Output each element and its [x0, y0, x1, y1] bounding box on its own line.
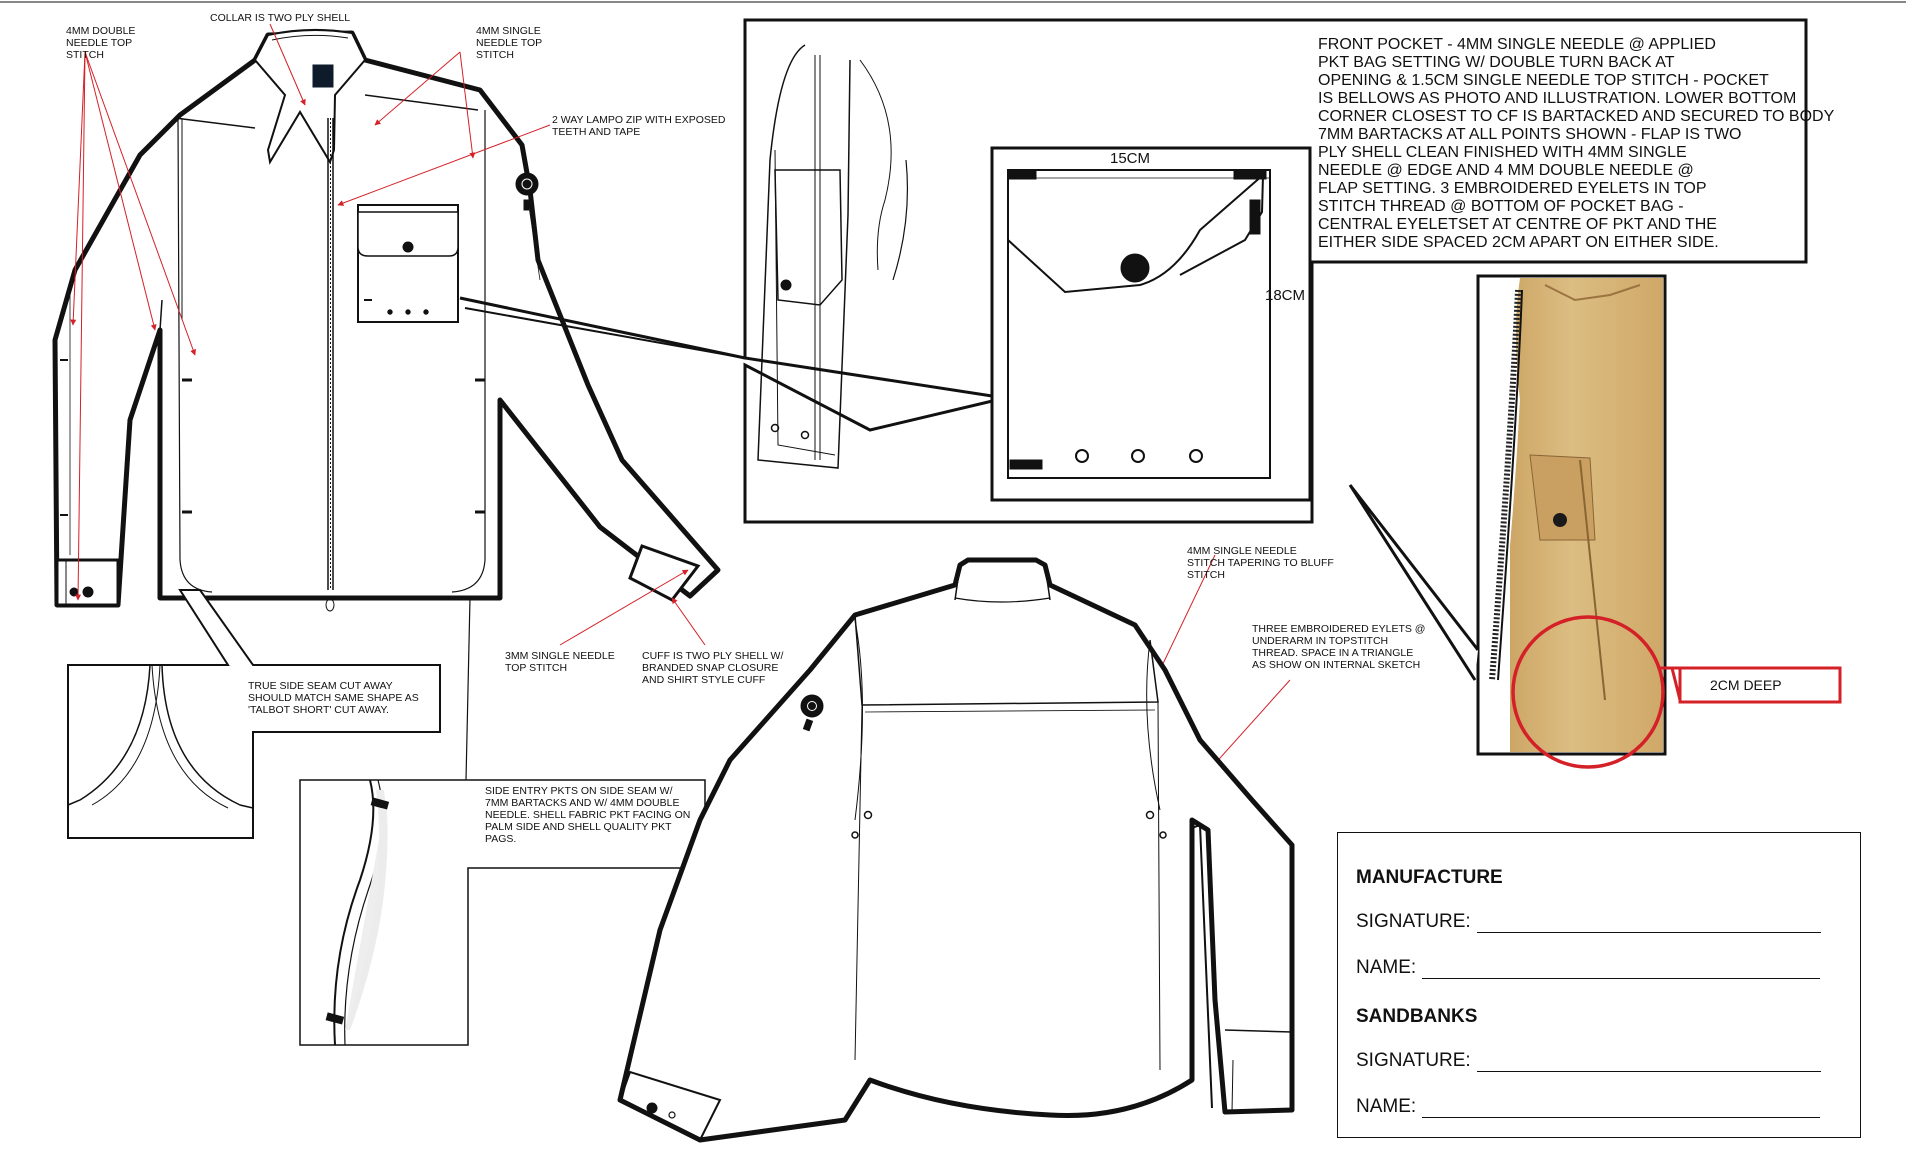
back-jacket-sketch: [617, 557, 1295, 1143]
manufacture-name-field[interactable]: NAME:: [1356, 957, 1821, 979]
spec-line: PLY SHELL CLEAN FINISHED WITH 4MM SINGLE: [1318, 144, 1687, 161]
pocket-height-dimension: 18CM: [1265, 287, 1306, 304]
signature-rule: [1476, 1053, 1821, 1072]
spec-line: FLAP SETTING. 3 EMBROIDERED EYELETS IN T…: [1318, 180, 1707, 197]
single-needle-callout: 4MM SINGLE NEEDLE TOP STITCH: [476, 25, 542, 61]
back-stitch-callout: 4MM SINGLE NEEDLE STITCH TAPERING TO BLU…: [1187, 545, 1334, 581]
signature-label: SIGNATURE:: [1356, 911, 1471, 932]
side-pocket-callout: SIDE ENTRY PKTS ON SIDE SEAM W/ 7MM BART…: [485, 785, 691, 845]
sandbanks-name-field[interactable]: NAME:: [1356, 1096, 1821, 1118]
depth-callout: 2CM DEEP: [1710, 677, 1782, 693]
spec-line: OPENING & 1.5CM SINGLE NEEDLE TOP STITCH…: [1318, 72, 1769, 89]
side-seam-callout: TRUE SIDE SEAM CUT AWAY SHOULD MATCH SAM…: [248, 680, 419, 716]
name-label: NAME:: [1356, 957, 1417, 978]
jacket-photo: [1348, 274, 1842, 769]
front-red-leaders: [70, 23, 1291, 826]
collar-callout: COLLAR IS TWO PLY SHELL: [210, 12, 351, 24]
signature-rule: [1476, 914, 1821, 933]
front-jacket-sketch: [52, 28, 721, 612]
spec-line: IS BELLOWS AS PHOTO AND ILLUSTRATION. LO…: [1318, 90, 1797, 107]
spec-line: NEEDLE @ EDGE AND 4 MM DOUBLE NEEDLE @: [1318, 162, 1694, 179]
side-seam-detail-panel: [67, 589, 441, 839]
spec-line: 7MM BARTACKS AT ALL POINTS SHOWN - FLAP …: [1318, 126, 1742, 143]
name-rule: [1422, 960, 1821, 979]
name-label: NAME:: [1356, 1096, 1417, 1117]
manufacture-heading: MANUFACTURE: [1356, 867, 1503, 888]
side-pocket-detail-panel: [299, 779, 706, 1046]
double-needle-callout: 4MM DOUBLE NEEDLE TOP STITCH: [66, 25, 136, 61]
front-pocket-spec: FRONT POCKET - 4MM SINGLE NEEDLE @ APPLI…: [1318, 36, 1835, 252]
spec-line: STITCH THREAD @ BOTTOM OF POCKET BAG -: [1318, 198, 1684, 215]
eyelets-callout: THREE EMBROIDERED EYLETS @ UNDERARM IN T…: [1252, 623, 1426, 671]
hem-stitch-callout: 3MM SINGLE NEEDLE TOP STITCH: [505, 650, 615, 674]
name-rule: [1422, 1099, 1821, 1118]
spec-line: EITHER SIDE SPACED 2CM APART ON EITHER S…: [1318, 234, 1719, 251]
spec-line: FRONT POCKET - 4MM SINGLE NEEDLE @ APPLI…: [1318, 36, 1716, 53]
signoff-box: MANUFACTURE SIGNATURE: NAME: SANDBANKS S…: [1337, 832, 1861, 1138]
spec-line: CENTRAL EYELETSET AT CENTRE OF PKT AND T…: [1318, 216, 1717, 233]
manufacture-signature-field[interactable]: SIGNATURE:: [1356, 911, 1821, 933]
spec-line: PKT BAG SETTING W/ DOUBLE TURN BACK AT: [1318, 54, 1675, 71]
pocket-width-dimension: 15CM: [1110, 150, 1151, 167]
black-leaders: [459, 296, 746, 781]
pocket-detail-panel: [743, 18, 1808, 524]
spec-line: CORNER CLOSEST TO CF IS BARTACKED AND SE…: [1318, 108, 1835, 125]
cuff-callout: CUFF IS TWO PLY SHELL W/ BRANDED SNAP CL…: [642, 650, 784, 686]
zip-callout: 2 WAY LAMPO ZIP WITH EXPOSED TEETH AND T…: [552, 114, 726, 138]
signature-label: SIGNATURE:: [1356, 1050, 1471, 1071]
sandbanks-signature-field[interactable]: SIGNATURE:: [1356, 1050, 1821, 1072]
sandbanks-heading: SANDBANKS: [1356, 1006, 1478, 1027]
